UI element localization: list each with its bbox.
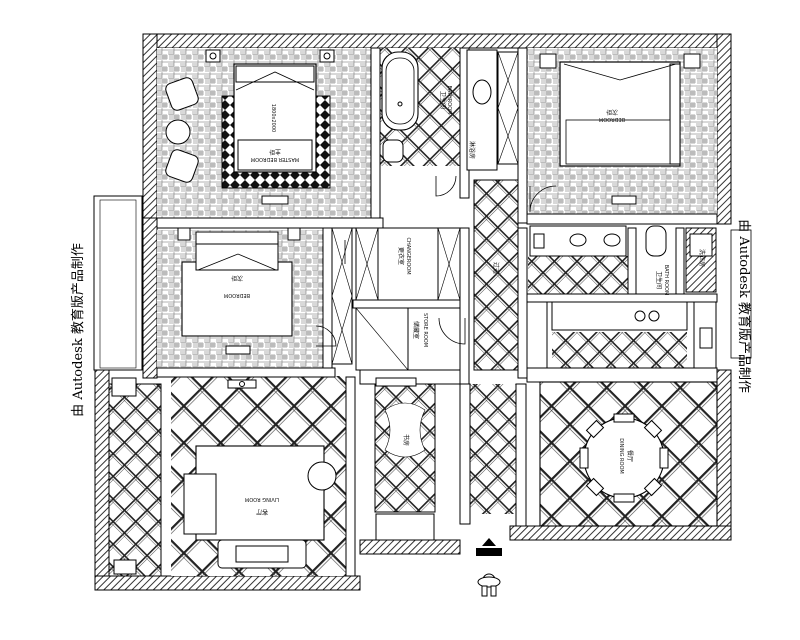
- master-bedroom-size: 1800x2000: [270, 104, 276, 132]
- master-bedroom: 1800x2000 MASTER BEDROOM 主卧: [165, 49, 335, 205]
- armchair-bottom: [165, 149, 199, 183]
- living-room: 客厅 LIVING ROOM: [183, 379, 337, 569]
- bath-right-en: BATH ROOM: [663, 265, 669, 296]
- living-cn: 客厅: [256, 508, 268, 516]
- living-en: LIVING ROOM: [245, 496, 279, 502]
- storeroom-en: STORE ROOM: [422, 313, 428, 347]
- entrance: [476, 538, 502, 597]
- bath-right-cn: 卫生间: [655, 271, 663, 289]
- storeroom: STORE ROOM 储藏室: [355, 307, 461, 371]
- kitchen-counter: [526, 301, 717, 369]
- laundry-cn: 洗衣房: [698, 249, 706, 267]
- person-icon: [477, 573, 501, 597]
- changeroom-en: CHANGEROOM: [405, 237, 411, 274]
- bedroom-left-en: BEDROOM: [224, 292, 250, 298]
- corridor-cn: 过道: [492, 262, 500, 274]
- laundry: 洗衣房: [685, 227, 717, 293]
- dining-en: DINING ROOM: [618, 438, 624, 473]
- bath-top: 卫生间 BATHROOM 淋浴房: [381, 49, 519, 171]
- bedroom-left-cn: 次卧: [231, 274, 243, 282]
- changeroom-cn: 更衣室: [397, 247, 405, 265]
- dining-room: 餐厅 DINING ROOM: [539, 381, 718, 527]
- shower-cn: 淋浴房: [468, 141, 476, 159]
- bedroom-right-cn: 次卧: [606, 108, 618, 116]
- interior-walls: [156, 47, 718, 577]
- watermark-right: 由 Autodesk 教育版产品制作: [736, 219, 752, 393]
- study-cn: 书房: [402, 434, 410, 446]
- dining-cn: 餐厅: [626, 450, 634, 462]
- left-balcony: [108, 377, 162, 577]
- master-bedroom-cn: 主卧: [269, 148, 281, 156]
- bath-top-en: BATHROOM: [446, 86, 452, 115]
- watermark-left: 由 Autodesk 教育版产品制作: [70, 243, 86, 417]
- study: 书房: [374, 377, 436, 541]
- side-table: [165, 119, 191, 145]
- bedroom-right: 次卧 BEDROOM: [539, 53, 701, 205]
- corridor: 过道: [473, 179, 519, 371]
- bedroom-left: 次卧 BEDROOM: [177, 227, 301, 355]
- bath-right: 卫生间 BATH ROOM: [529, 225, 669, 296]
- master-bedroom-en: MASTER BEDROOM: [251, 156, 299, 162]
- outer-walls: [93, 33, 752, 591]
- door-swings: [315, 175, 557, 347]
- bath-top-cn: 卫生间: [439, 91, 447, 109]
- storeroom-cn: 储藏室: [412, 321, 420, 339]
- bedroom-right-en: BEDROOM: [599, 116, 625, 122]
- changeroom: 更衣室 CHANGEROOM: [331, 227, 461, 365]
- armchair-top: [165, 77, 199, 111]
